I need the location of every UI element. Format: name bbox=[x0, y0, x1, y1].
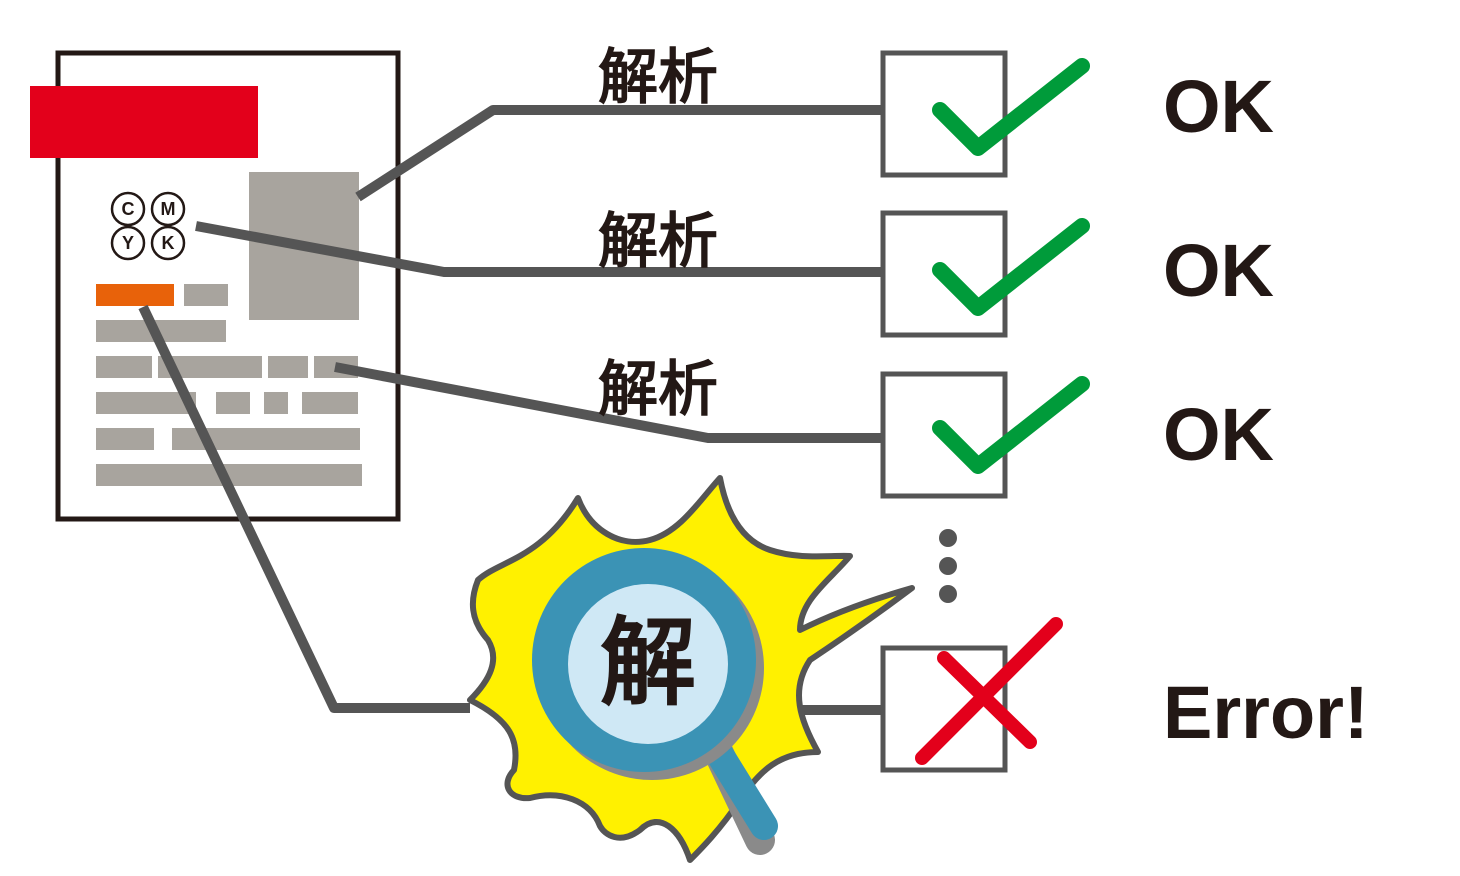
magnifier-lens bbox=[568, 584, 728, 744]
cmyk-c: C bbox=[122, 199, 135, 219]
analysis-label-2: 解析 bbox=[598, 207, 718, 277]
status-ok-3: OK bbox=[1163, 393, 1274, 476]
document-orange-heading bbox=[96, 284, 174, 306]
check-icon bbox=[932, 58, 1090, 156]
magnifier-glyph: 解 bbox=[600, 607, 696, 719]
connector-1 bbox=[355, 105, 885, 202]
check-icon bbox=[932, 218, 1090, 316]
status-ok-1: OK bbox=[1163, 65, 1274, 148]
connector-4 bbox=[138, 304, 470, 713]
checkbox-icon bbox=[880, 645, 1008, 773]
cross-icon bbox=[915, 617, 1063, 765]
cmyk-k: K bbox=[162, 233, 175, 253]
status-error: Error! bbox=[1163, 671, 1369, 754]
checkbox-icon bbox=[880, 371, 1008, 499]
checkbox-list bbox=[880, 50, 1008, 773]
analysis-label-3: 解析 bbox=[598, 355, 718, 425]
analysis-label-1: 解析 bbox=[598, 43, 718, 113]
document-header-bar bbox=[30, 86, 258, 158]
magnifier-icon: 解 bbox=[532, 548, 778, 855]
connector-2 bbox=[195, 221, 885, 277]
ellipsis-icon bbox=[939, 529, 957, 603]
check-icon bbox=[932, 376, 1090, 474]
cmyk-y: Y bbox=[122, 233, 134, 253]
connector-lines bbox=[138, 105, 885, 715]
connector-3 bbox=[334, 362, 885, 443]
document-text-lines bbox=[96, 284, 362, 486]
cmyk-icon: C M Y K bbox=[110, 191, 186, 261]
status-ok-2: OK bbox=[1163, 229, 1274, 312]
cmyk-m: M bbox=[161, 199, 176, 219]
document-icon: C M Y K bbox=[30, 50, 401, 522]
